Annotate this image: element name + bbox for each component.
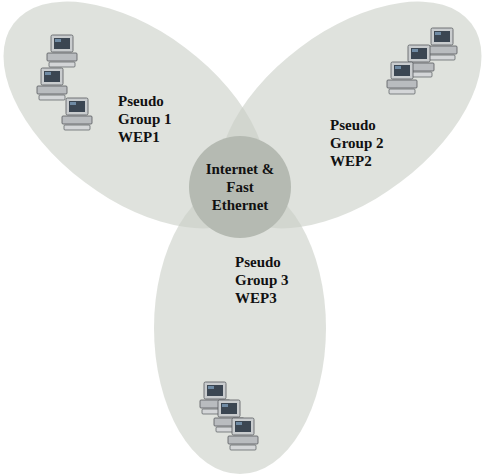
group-label: Pseudo Group 3 WEP3 xyxy=(235,253,307,307)
computer-cluster xyxy=(37,35,92,130)
group-label: Pseudo Group 1 WEP1 xyxy=(118,92,190,146)
computer-cluster xyxy=(200,382,258,450)
group-label: Pseudo Group 2 WEP2 xyxy=(330,116,402,170)
region-fill xyxy=(189,136,291,238)
region-fill xyxy=(178,0,485,274)
network-label: Internet & Fast Ethernet xyxy=(203,160,277,214)
computer-cluster xyxy=(387,28,457,94)
network-core-circle: Internet & Fast Ethernet xyxy=(189,136,291,238)
